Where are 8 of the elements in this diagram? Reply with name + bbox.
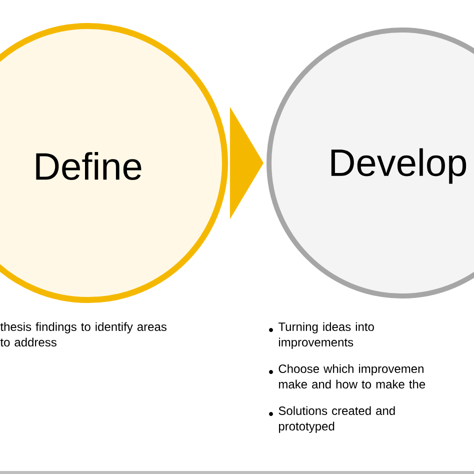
node-label: Develop (331, 148, 466, 184)
node-label: Define (36, 152, 142, 180)
bullet-text: thesis findings to identify areas to address (0, 322, 166, 346)
bullet-text: Solutions created and prototyped (278, 406, 395, 433)
bullet-text: Choose which improvemen make and how to make the (278, 364, 426, 388)
bullet-text: Turning ideas into improvements (278, 322, 374, 349)
circle (266, 28, 474, 298)
arrow (230, 106, 264, 220)
